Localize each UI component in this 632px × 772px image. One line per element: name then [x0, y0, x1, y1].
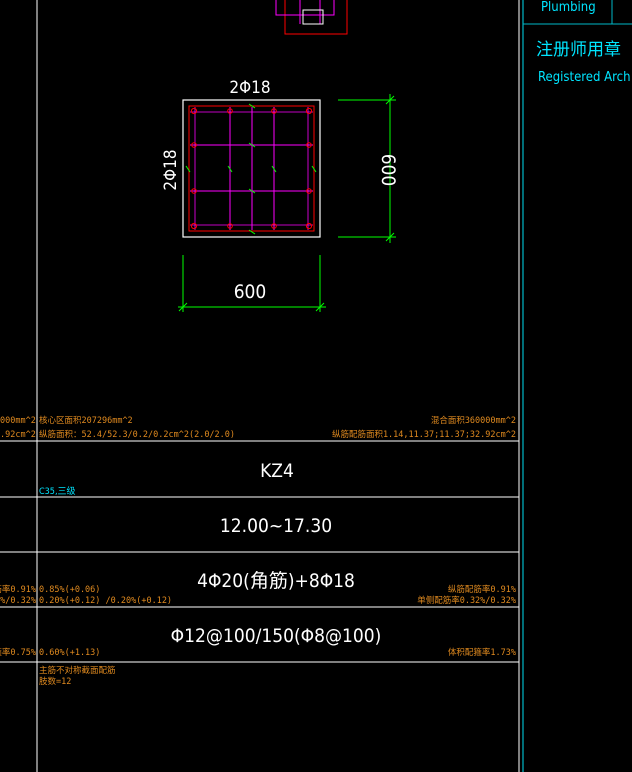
ratio-row3-right-2: 单侧配筋率0.32%/0.32%: [417, 595, 516, 606]
hook-center-4: [248, 188, 256, 194]
ratio-row4-right: 体积配箍率1.73%: [448, 647, 516, 658]
note-asymmetric: 主筋不对称截面配筋: [39, 665, 116, 676]
note-core-area: 核心区面积207296mm^2: [39, 415, 133, 426]
rebar-left-2: [191, 188, 197, 194]
tie-hooks: [185, 103, 317, 235]
rebar-bottom-1: [227, 223, 233, 229]
ratio-row4-left: 体积配箍率0.75%: [0, 647, 36, 658]
hook-right: [311, 165, 317, 173]
rebar-corner-tl: [190, 107, 198, 115]
note-total-area: 混合面积360000mm^2: [431, 415, 516, 426]
height-tick-bottom: [385, 232, 395, 242]
concrete-grade: C35,三级: [39, 485, 76, 497]
hook-left: [185, 165, 191, 173]
upper-section-fragment: [275, 0, 348, 35]
section-notes: 000mm^2 .92cm^2 核心区面积207296mm^2 纵筋面积：52.…: [0, 415, 516, 440]
rebar-dots: [190, 107, 313, 230]
hook-center-1: [227, 165, 233, 173]
upper-fragment-red-outline: [284, 0, 348, 35]
height-dimension: [338, 94, 396, 243]
column-table: KZ4 C35,三级 12.00~17.30 4Φ20(角筋)+8Φ18 Φ12…: [39, 460, 381, 647]
stirrup-spec: Φ12@100/150(Φ8@100): [171, 625, 382, 647]
ratio-row3-left-1: 纵筋配筋率0.91%: [0, 584, 36, 595]
width-tick-right: [315, 302, 325, 312]
hook-top: [248, 103, 256, 109]
section-top-rebar-label: 2Φ18: [229, 78, 270, 98]
width-dimension: [178, 255, 326, 312]
rebar-top-1: [227, 108, 233, 114]
titleblock-tab-label: Plumbing: [541, 0, 596, 15]
hook-center-2: [271, 165, 277, 173]
width-tick-left: [178, 302, 188, 312]
note-leg-count: 肢数=12: [39, 676, 71, 687]
rebar-corner-tr: [305, 107, 313, 115]
column-section: 2Φ18 2Φ18: [161, 78, 321, 238]
ratio-row3-mid-2: 0.20%(+0.12) /0.20%(+0.12): [39, 596, 172, 606]
titleblock-seal-cn: 注册师用章: [536, 40, 621, 60]
ratio-row3-left-2: 单侧配筋率0.32%/0.32%: [0, 595, 36, 606]
inner-ties: [190, 107, 313, 230]
note-left-clip-1: 000mm^2: [0, 416, 36, 426]
width-dimension-value: 600: [234, 281, 267, 303]
rebar-corner-bl: [190, 222, 198, 230]
rebar-top-2: [271, 108, 277, 114]
hook-bottom: [248, 229, 256, 235]
column-name: KZ4: [260, 460, 294, 482]
sheet-frame: [0, 0, 520, 772]
note-rebar-area-right: 纵筋配筋面积1.14,11.37;11.37;32.92cm^2: [332, 429, 516, 440]
title-block: Plumbing 注册师用章 Registered Arch: [522, 0, 632, 772]
note-left-clip-2: .92cm^2: [0, 430, 36, 440]
upper-fragment-magenta-box: [275, 0, 335, 16]
titleblock-seal-en: Registered Arch: [538, 70, 631, 85]
rebar-right-2: [306, 188, 312, 194]
upper-fragment-inner: [302, 9, 324, 25]
rebar-bottom-2: [271, 223, 277, 229]
ratio-row3-mid-1: 0.85%(+0.06): [39, 585, 100, 595]
rebar-left-1: [191, 142, 197, 148]
ratio-notes: 纵筋配筋率0.91% 单侧配筋率0.32%/0.32% 0.85%(+0.06)…: [0, 584, 516, 687]
section-left-rebar-label: 2Φ18: [161, 149, 181, 190]
rebar-right-1: [306, 142, 312, 148]
hook-center-3: [248, 142, 256, 148]
height-tick-top: [385, 95, 395, 105]
note-rebar-area: 纵筋面积：52.4/52.3/0.2/0.2cm^2(2.0/2.0): [39, 429, 235, 440]
column-outline: [182, 99, 321, 238]
column-elevation: 12.00~17.30: [220, 515, 332, 537]
height-dimension-value: 600: [377, 154, 399, 187]
ratio-row3-right-1: 纵筋配筋率0.91%: [448, 584, 516, 595]
main-rebar-spec: 4Φ20(角筋)+8Φ18: [197, 570, 355, 592]
ratio-row4-mid: 0.60%(+1.13): [39, 648, 100, 658]
rebar-corner-br: [305, 222, 313, 230]
